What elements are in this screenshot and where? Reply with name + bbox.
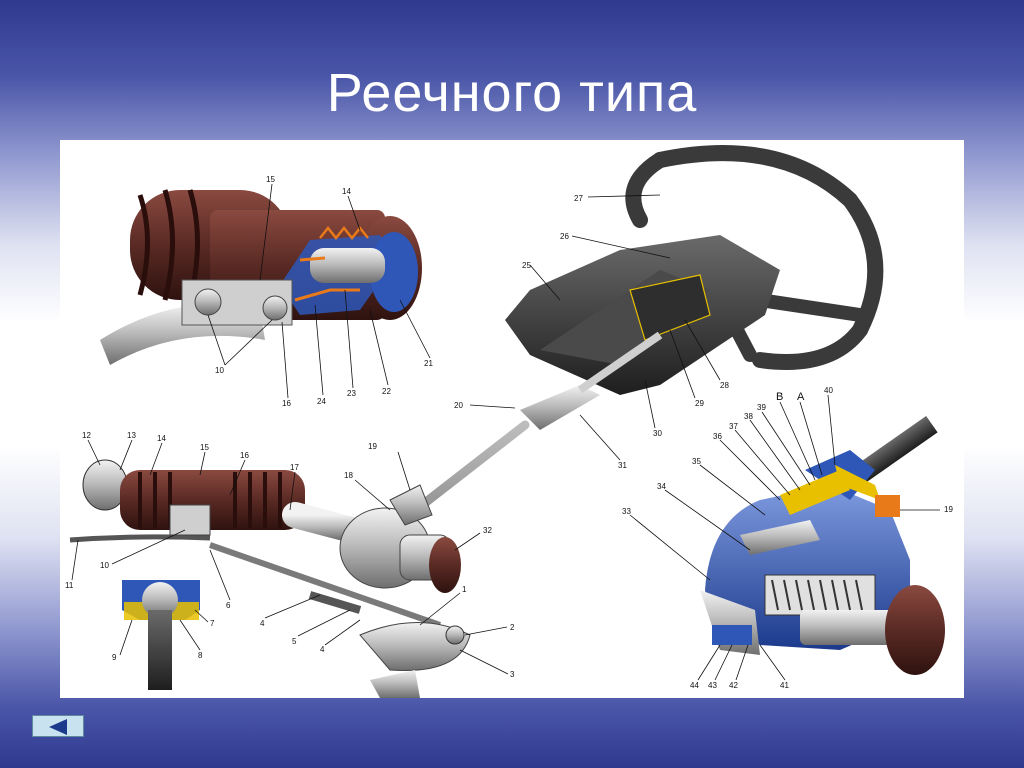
callout-label: 38 xyxy=(744,412,753,421)
callout-label: 17 xyxy=(290,463,299,472)
callout-label: 30 xyxy=(653,429,662,438)
callout-label: 44 xyxy=(690,681,699,690)
callout-label: 3 xyxy=(510,670,515,679)
callout-label: 7 xyxy=(210,619,215,628)
callout-label: 6 xyxy=(226,601,231,610)
callout-label: 4 xyxy=(260,619,265,628)
callout-label: 41 xyxy=(780,681,789,690)
callout-label: 4 xyxy=(320,645,325,654)
callout-label: 8 xyxy=(198,651,203,660)
callout-label: 13 xyxy=(127,431,136,440)
callout-label: 31 xyxy=(618,461,627,470)
callout-label: 11 xyxy=(65,581,74,590)
callout-label: 25 xyxy=(522,261,531,270)
callout-label: 43 xyxy=(708,681,717,690)
callout-label: 1 xyxy=(462,585,467,594)
callout-label: 18 xyxy=(344,471,353,480)
callout-label: 21 xyxy=(424,359,433,368)
callout-label: 9 xyxy=(112,653,117,662)
callout-label: 34 xyxy=(657,482,666,491)
callout-label: 2 xyxy=(510,623,515,632)
slide-title: Реечного типа xyxy=(326,63,698,123)
callout-label: 12 xyxy=(82,431,91,440)
callout-label: 22 xyxy=(382,387,391,396)
steering-wheel-leaders xyxy=(469,194,721,461)
callout-label: 27 xyxy=(574,194,583,203)
callout-label: 39 xyxy=(757,403,766,412)
rack-mechanism-leaders xyxy=(71,439,509,675)
triangle-left-icon xyxy=(49,719,67,735)
callout-label: 19 xyxy=(368,442,377,451)
callout-label: 26 xyxy=(560,232,569,241)
callout-labels: 15 14 10 16 24 23 22 21 27 26 25 28 29 3… xyxy=(65,175,953,690)
callout-label: 33 xyxy=(622,507,631,516)
callout-label: 15 xyxy=(200,443,209,452)
callout-label: В xyxy=(776,391,783,403)
callout-label: 14 xyxy=(157,434,166,443)
rack-mechanism xyxy=(69,459,471,698)
callout-label: 16 xyxy=(240,451,249,460)
back-button[interactable] xyxy=(32,715,84,737)
callout-label: 40 xyxy=(824,386,833,395)
callout-label: 19 xyxy=(944,505,953,514)
callout-label: 20 xyxy=(454,401,463,410)
ball-joint-detail xyxy=(122,580,200,690)
steering-wheel-assembly xyxy=(385,145,884,535)
callout-label: 29 xyxy=(695,399,704,408)
rack-boot-detail xyxy=(100,189,422,365)
callout-label: 10 xyxy=(100,561,109,570)
callout-label: 35 xyxy=(692,457,701,466)
callout-label: 36 xyxy=(713,432,722,441)
callout-label: 16 xyxy=(282,399,291,408)
steering-diagram: 15 14 10 16 24 23 22 21 27 26 25 28 29 3… xyxy=(60,140,964,698)
diagram-art: 15 14 10 16 24 23 22 21 27 26 25 28 29 3… xyxy=(65,145,953,698)
callout-label: 23 xyxy=(347,389,356,398)
callout-label: 10 xyxy=(215,366,224,375)
callout-label: 5 xyxy=(292,637,297,646)
callout-label: 24 xyxy=(317,397,326,406)
callout-label: 14 xyxy=(342,187,351,196)
callout-label: 32 xyxy=(483,526,492,535)
callout-label: А xyxy=(797,391,805,403)
rack-boot-leaders xyxy=(207,183,431,399)
callout-label: 37 xyxy=(729,422,738,431)
callout-label: 42 xyxy=(729,681,738,690)
gearbox-cutaway xyxy=(700,415,945,675)
callout-label: 15 xyxy=(266,175,275,184)
callout-label: 28 xyxy=(720,381,729,390)
gearbox-leaders xyxy=(629,394,940,681)
